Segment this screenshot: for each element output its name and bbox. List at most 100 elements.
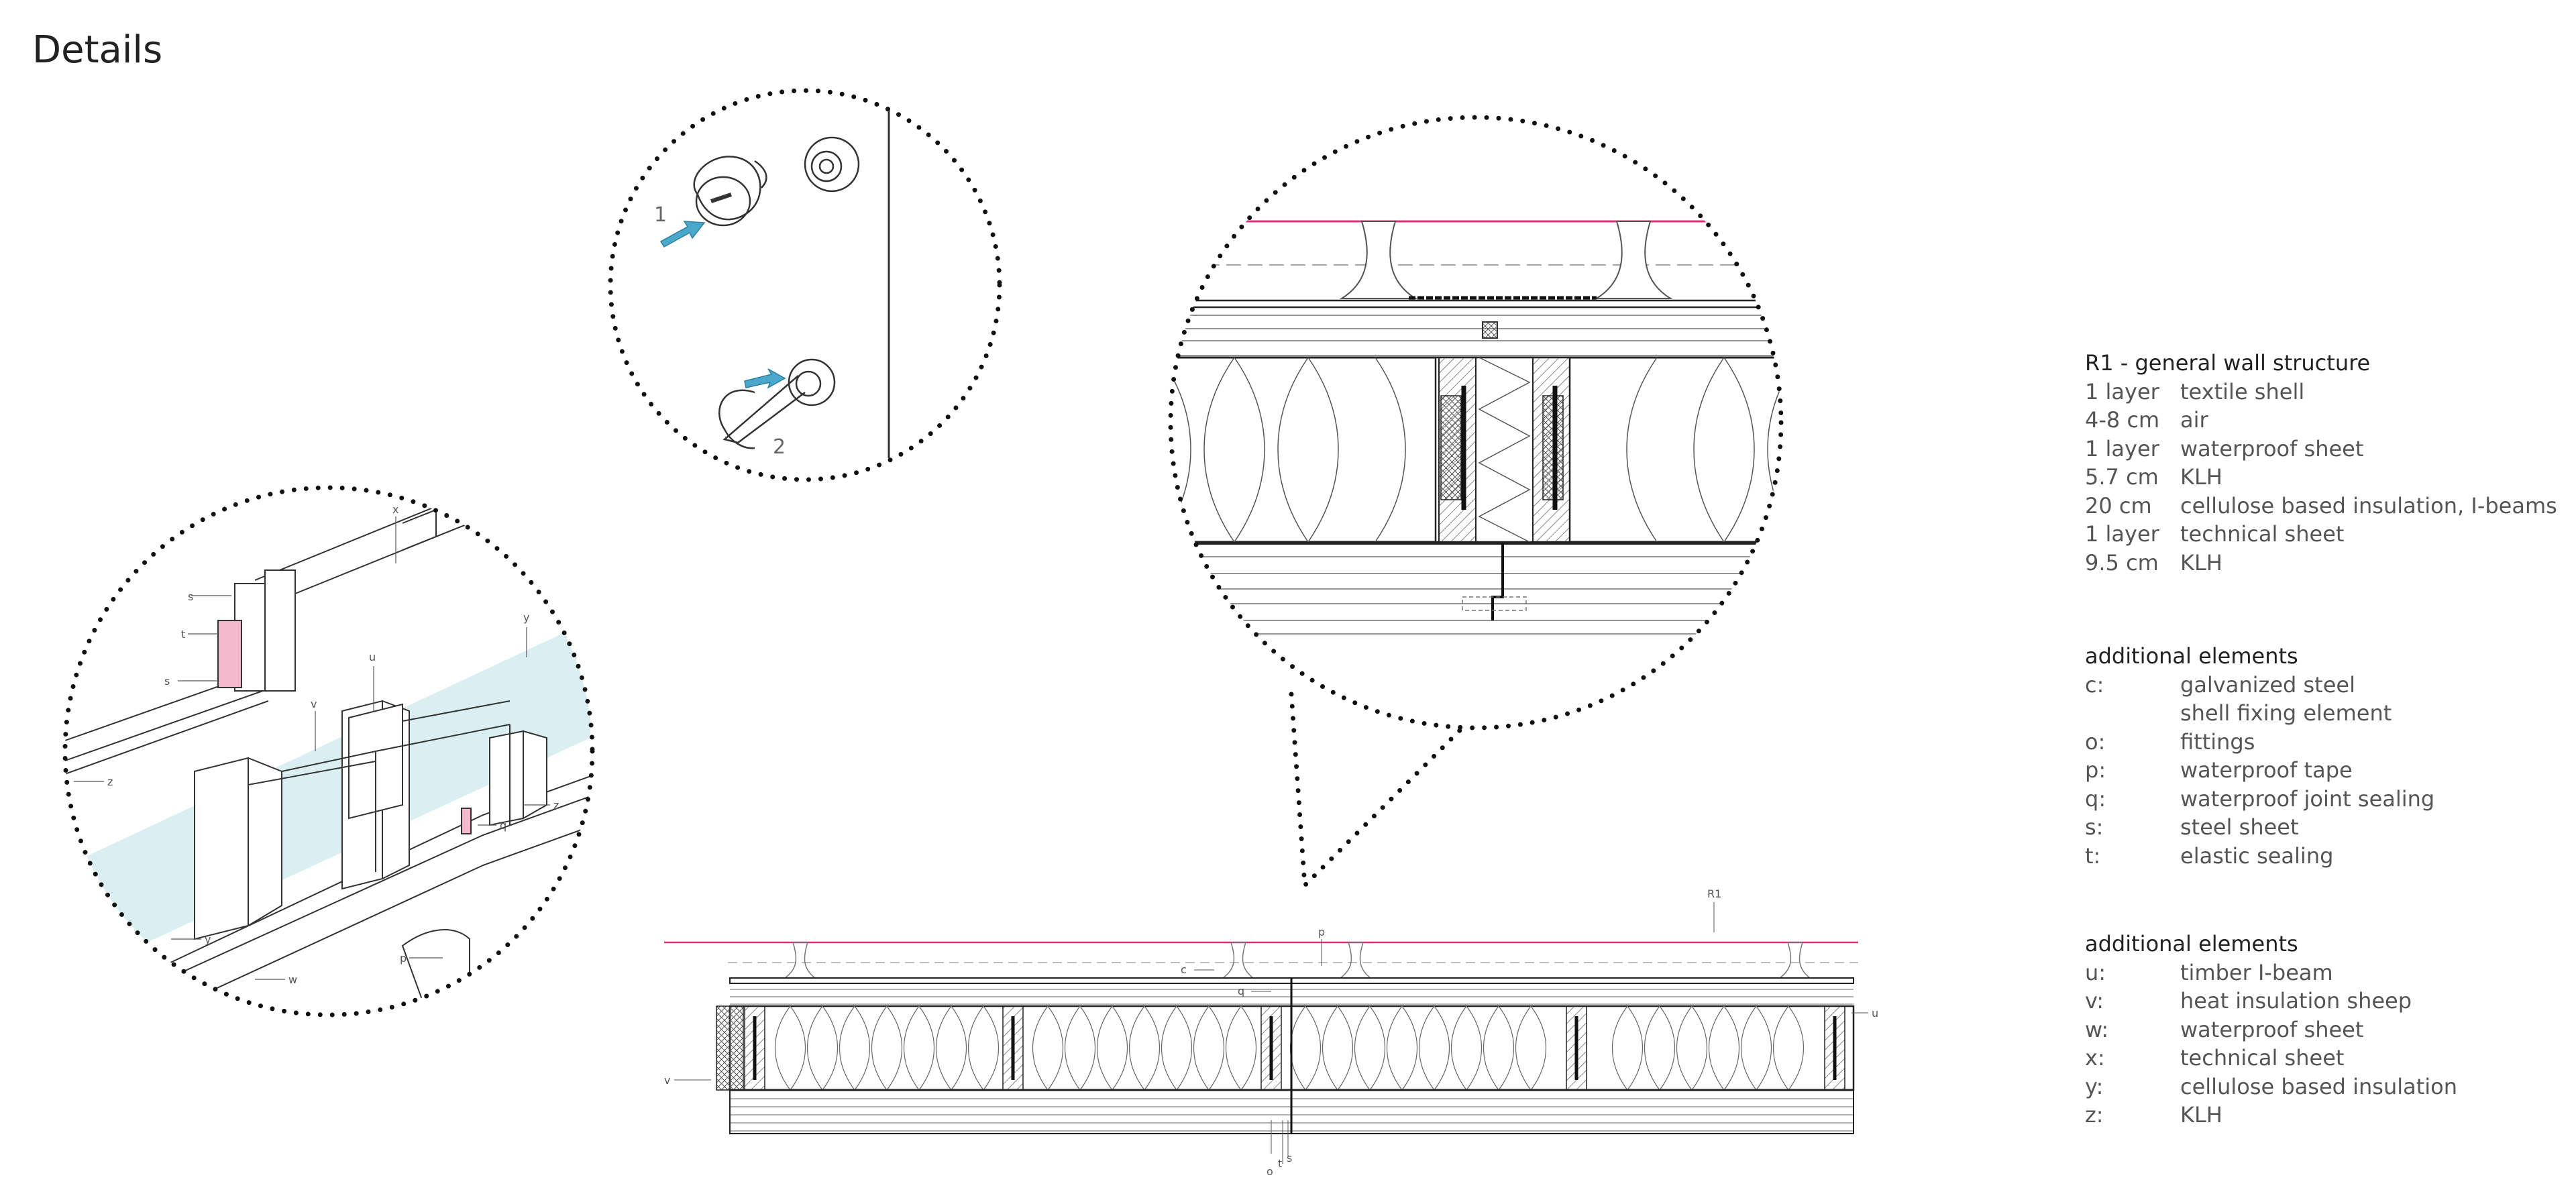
legend-value: steel sheet <box>2180 814 2299 840</box>
legend-additional-1-title: additional elements <box>2085 643 2298 669</box>
legend-key: 5.7 cm <box>2085 464 2159 490</box>
label-s-section: s <box>1287 1152 1292 1164</box>
legend-value: cellulose based insulation, I-beams <box>2180 492 2557 519</box>
legend-key: v: <box>2085 988 2104 1014</box>
legend-row: x: technical sheet <box>2085 1044 2457 1073</box>
legend-row: q: waterproof joint sealing <box>2085 785 2434 814</box>
legend-value: galvanized steel <box>2180 671 2355 698</box>
label-s-bottom: s <box>164 675 170 688</box>
legend-value: timber I-beam <box>2180 959 2333 985</box>
legend-key: z: <box>2085 1102 2104 1128</box>
legend-value: waterproof sheet <box>2180 1016 2364 1042</box>
legend-row: 9.5 cm KLH <box>2085 549 2557 578</box>
legend-key: t: <box>2085 842 2101 869</box>
section-zoom-circle <box>1168 115 1784 891</box>
label-x: x <box>392 503 398 516</box>
legend-wall-structure-title: R1 - general wall structure <box>2085 350 2371 376</box>
label-z-right: z <box>553 799 559 812</box>
legend-row: y: cellulose based insulation <box>2085 1073 2457 1101</box>
hook-element <box>718 358 836 449</box>
legend-value: technical sheet <box>2180 521 2345 547</box>
label-q-iso: q <box>500 819 506 832</box>
legend-row: t: elastic sealing <box>2085 842 2434 871</box>
legend-value: KLH <box>2180 1102 2222 1128</box>
label-p-iso: p <box>400 952 407 965</box>
legend-row: 4-8 cm air <box>2085 406 2557 435</box>
legend-row: c: galvanized steel <box>2085 671 2434 700</box>
label-r1: R1 <box>1707 887 1721 900</box>
label-y-top: y <box>523 611 529 624</box>
legend-value: KLH <box>2180 549 2222 576</box>
legend-key: p: <box>2085 757 2106 783</box>
step-2-label: 2 <box>773 435 786 459</box>
legend-row: p: waterproof tape <box>2085 756 2434 785</box>
legend-key: 1 layer <box>2085 378 2159 404</box>
legend-key: q: <box>2085 785 2106 812</box>
label-w: w <box>288 973 297 986</box>
legend-value: waterproof tape <box>2180 757 2353 783</box>
label-t-section: t <box>1278 1157 1282 1170</box>
legend-value: waterproof sheet <box>2180 435 2364 461</box>
legend-row: 1 layer textile shell <box>2085 378 2557 406</box>
label-o: o <box>1267 1165 1273 1178</box>
rotate-arrow-icon <box>744 368 786 389</box>
legend-key: o: <box>2085 728 2106 755</box>
step-1-label: 1 <box>654 203 667 227</box>
legend-value: KLH <box>2180 464 2222 490</box>
label-s-top: s <box>188 590 193 603</box>
legend-value: waterproof joint sealing <box>2180 785 2435 812</box>
legend-value: air <box>2180 407 2208 433</box>
label-y-bottom: y <box>205 933 211 946</box>
label-t: t <box>181 628 185 641</box>
legend-value: fittings <box>2180 728 2255 755</box>
elastic-sealing <box>217 620 242 688</box>
legend-row: shell fixing element <box>2085 699 2434 728</box>
joint-sealing <box>461 808 472 834</box>
legend-key: 9.5 cm <box>2085 549 2159 576</box>
legend-key: 20 cm <box>2085 492 2152 519</box>
legend-row: s: steel sheet <box>2085 813 2434 842</box>
page-title: Details <box>32 28 163 72</box>
legend-row: w: waterproof sheet <box>2085 1016 2457 1044</box>
label-v-section: v <box>664 1074 670 1087</box>
legend-row: v: heat insulation sheep <box>2085 987 2457 1016</box>
legend-additional-elements-2: additional elements u: timber I-beam v: hea… <box>2085 930 2457 1130</box>
legend-value: technical sheet <box>2180 1045 2345 1071</box>
label-c: c <box>1181 963 1187 976</box>
legend-row: o: fittings <box>2085 728 2434 757</box>
legend-row: 1 layer waterproof sheet <box>2085 435 2557 463</box>
legend-value: cellulose based insulation <box>2180 1073 2458 1099</box>
legend-additional-2-title: additional elements <box>2085 931 2298 957</box>
legend-row: 20 cm cellulose based insulation, I-beams <box>2085 492 2557 521</box>
legend-key: y: <box>2085 1073 2104 1099</box>
legend-key: 4-8 cm <box>2085 407 2160 433</box>
legend-wall-structure: R1 - general wall structure 1 layer texti… <box>2085 349 2557 577</box>
fixing-detail-circle: 1 2 <box>608 88 1002 482</box>
label-p: p <box>1318 926 1325 938</box>
legend-key: w: <box>2085 1016 2109 1042</box>
legend-key: 1 layer <box>2085 521 2159 547</box>
legend-key: 1 layer <box>2085 435 2159 461</box>
wall-section: c p q R1 u v o t s <box>664 887 1878 1178</box>
arrow-icon <box>659 221 706 248</box>
label-q: q <box>1238 985 1244 997</box>
label-v: v <box>311 698 317 710</box>
legend-value: elastic sealing <box>2180 842 2334 869</box>
legend-value: shell fixing element <box>2180 700 2392 726</box>
legend-row: u: timber I-beam <box>2085 959 2457 987</box>
legend-value: heat insulation sheep <box>2180 988 2412 1014</box>
corner-detail-circle: x s t s u v y z z q y p w <box>62 485 595 1018</box>
legend-row: 5.7 cm KLH <box>2085 463 2557 492</box>
legend-row: z: KLH <box>2085 1101 2457 1130</box>
legend-key: s: <box>2085 814 2104 840</box>
legend-key: u: <box>2085 959 2106 985</box>
legend-key: x: <box>2085 1045 2105 1071</box>
label-u-section: u <box>1872 1007 1878 1020</box>
legend-key: c: <box>2085 671 2104 698</box>
legend-key <box>2085 699 2180 728</box>
label-z-left: z <box>107 775 113 788</box>
legend-row: 1 layer technical sheet <box>2085 520 2557 549</box>
legend-value: textile shell <box>2180 378 2305 404</box>
